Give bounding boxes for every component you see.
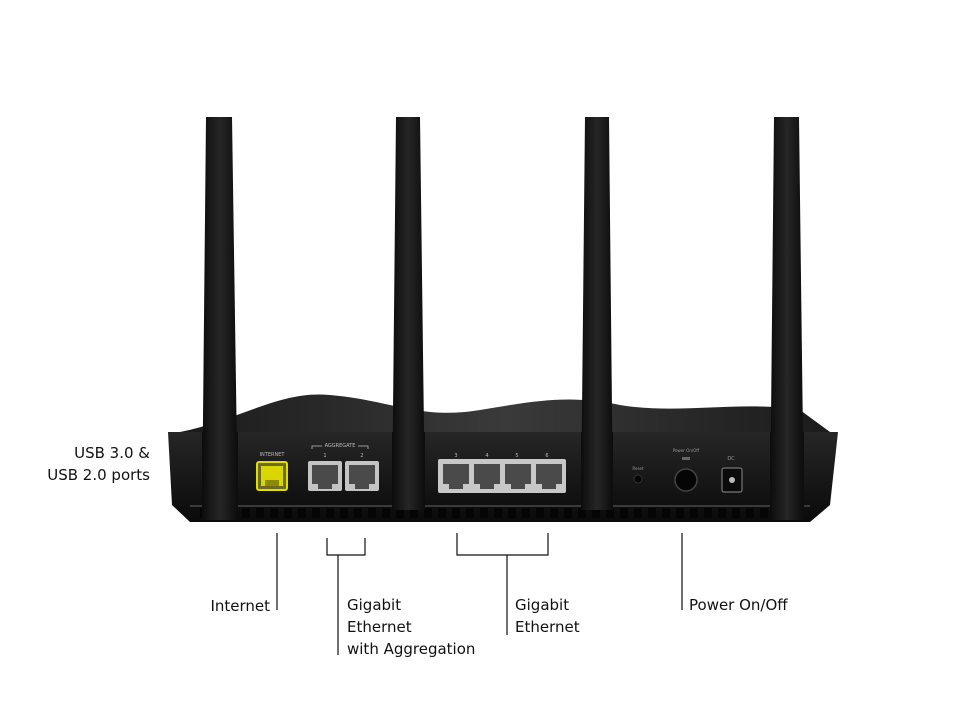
vent-slot <box>382 508 390 518</box>
ethernet-aggregation-port-2[interactable] <box>345 461 379 491</box>
vent-slot <box>438 508 446 518</box>
vent-slot <box>536 508 544 518</box>
aggregation-callout-line-3: with Aggregation <box>347 640 476 658</box>
aggregation-callout-line-1: Gigabit <box>347 596 402 614</box>
vent-slot <box>312 508 320 518</box>
antenna-2 <box>392 117 425 510</box>
gigabit-ethernet-ports[interactable] <box>438 459 566 493</box>
vent-slot <box>564 508 572 518</box>
vent-slot <box>480 508 488 518</box>
vent-slot <box>466 508 474 518</box>
vent-slot <box>578 508 586 518</box>
ethernet-port-6[interactable] <box>536 464 562 489</box>
vent-slots <box>200 508 796 518</box>
ethernet-port-3[interactable] <box>443 464 469 489</box>
antenna-1 <box>202 117 238 520</box>
internet-callout: Internet <box>150 595 270 617</box>
power-callout-text: Power On/Off <box>689 596 788 614</box>
vent-slot <box>396 508 404 518</box>
router-top-shell <box>180 394 830 432</box>
aggregate-bracket <box>311 445 369 449</box>
gigabit-callout-line-2: Ethernet <box>515 618 580 636</box>
vent-slot <box>690 508 698 518</box>
power-button[interactable] <box>674 457 698 492</box>
gigabit-callout: Gigabit Ethernet <box>515 594 580 638</box>
internet-port-label: INTERNET <box>260 452 286 458</box>
vent-slot <box>550 508 558 518</box>
vent-slot <box>326 508 334 518</box>
vent-slot <box>424 508 432 518</box>
reset-button[interactable] <box>633 474 643 484</box>
dc-label: DC <box>727 456 735 462</box>
power-callout: Power On/Off <box>689 594 788 616</box>
aggregation-callout-line-2: Ethernet <box>347 618 412 636</box>
vent-slot <box>368 508 376 518</box>
vent-slot <box>760 508 768 518</box>
internet-callout-text: Internet <box>210 597 270 615</box>
antenna-3 <box>581 117 613 510</box>
usb-callout-line-2: USB 2.0 ports <box>47 466 150 484</box>
antennas <box>202 117 804 520</box>
vent-slot <box>704 508 712 518</box>
usb-callout-line-1: USB 3.0 & <box>74 444 150 462</box>
vent-slot <box>452 508 460 518</box>
aggregation-callout-bracket <box>326 538 366 556</box>
ethernet-port-4[interactable] <box>474 464 500 489</box>
vent-slot <box>340 508 348 518</box>
antenna-4 <box>770 117 804 520</box>
lan-port-4-label: 4 <box>485 453 488 459</box>
lan-port-6-label: 6 <box>545 453 548 459</box>
vent-slot <box>648 508 656 518</box>
ethernet-port-5[interactable] <box>505 464 531 489</box>
vent-slot <box>634 508 642 518</box>
lan-port-5-label: 5 <box>515 453 518 459</box>
vent-slot <box>298 508 306 518</box>
vent-slot <box>662 508 670 518</box>
vent-slot <box>522 508 530 518</box>
gigabit-callout-line-1: Gigabit <box>515 596 570 614</box>
vent-slot <box>270 508 278 518</box>
ethernet-aggregation-port-1[interactable] <box>308 461 342 491</box>
vent-slot <box>592 508 600 518</box>
vent-slot <box>508 508 516 518</box>
usb-ports-callout: USB 3.0 & USB 2.0 ports <box>20 442 150 486</box>
dc-power-jack[interactable] <box>721 467 743 493</box>
gigabit-aggregation-callout: Gigabit Ethernet with Aggregation <box>347 594 475 660</box>
vent-slot <box>732 508 740 518</box>
vent-slot <box>494 508 502 518</box>
vent-slot <box>620 508 628 518</box>
vent-slot <box>410 508 418 518</box>
vent-slot <box>354 508 362 518</box>
gigabit-callout-bracket <box>456 533 549 556</box>
agg-port-2-label: 2 <box>360 453 363 459</box>
internet-port[interactable] <box>256 461 288 491</box>
vent-slot <box>676 508 684 518</box>
power-switch-label: Power On/Off <box>673 448 700 453</box>
lan-port-3-label: 3 <box>454 453 457 459</box>
vent-slot <box>606 508 614 518</box>
vent-slot <box>256 508 264 518</box>
aggregate-label: AGGREGATE <box>325 443 356 449</box>
vent-slot <box>242 508 250 518</box>
agg-port-1-label: 1 <box>323 453 326 459</box>
vent-slot <box>284 508 292 518</box>
vent-slot <box>746 508 754 518</box>
vent-slot <box>718 508 726 518</box>
reset-label: Reset <box>632 466 644 471</box>
